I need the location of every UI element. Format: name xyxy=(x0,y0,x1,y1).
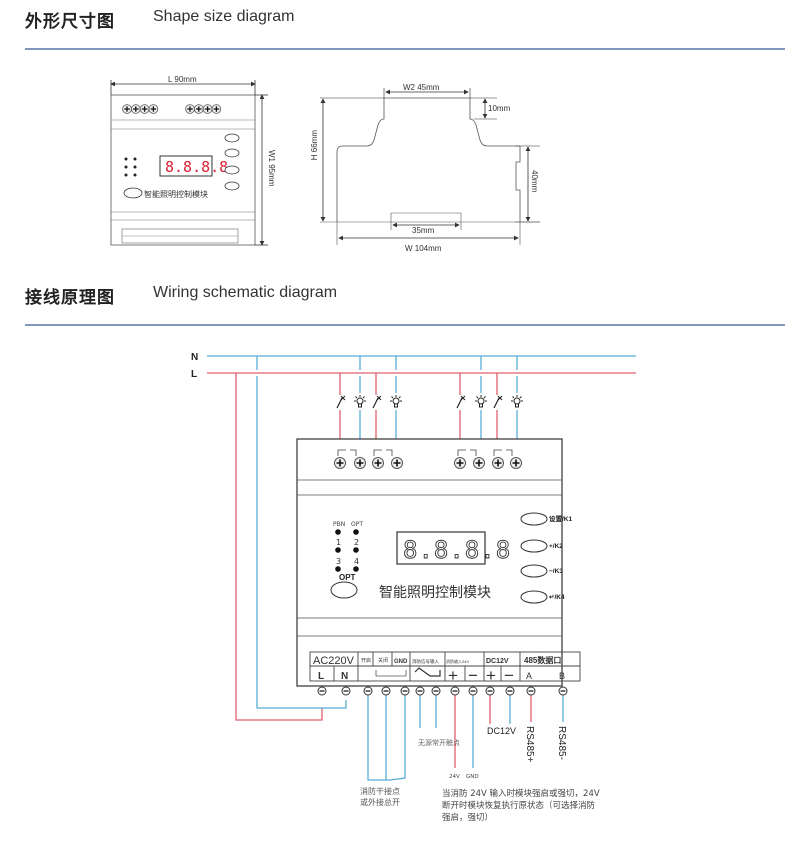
dc12v-label: DC12V xyxy=(486,658,509,665)
dim-top-step: 10mm xyxy=(488,104,511,113)
enter-k4-button[interactable] xyxy=(520,590,548,604)
dim-width1: W1 95mm xyxy=(267,150,276,187)
status-led-icon xyxy=(335,529,359,572)
segment-display xyxy=(396,531,486,565)
b-terminal-label: B xyxy=(559,671,565,681)
n-terminal-label: N xyxy=(341,671,348,682)
gnd-note: GND xyxy=(466,774,479,780)
side-view-drawing: W2 45mm 10mm H 66mm 40mm 35mm W 104mm xyxy=(310,83,540,253)
fire-24v-label: 消防输入24V xyxy=(446,658,469,664)
v24-note: 24V xyxy=(449,774,460,780)
plus-k2-button[interactable] xyxy=(520,539,548,553)
a-terminal-label: A xyxy=(526,671,532,681)
led-label-4: 4 xyxy=(354,557,359,566)
rs485-plus-note: RS485+ xyxy=(524,726,535,763)
fire-signal-label: 消防信号输入 xyxy=(412,658,439,665)
wiring-title-zh: 接线原理图 xyxy=(25,288,115,308)
wiring-diagram: N L xyxy=(191,352,636,823)
section-divider xyxy=(25,324,785,326)
fire-input-note: 当消防 24V 输入时模块强启或强切，24V 断开时模块恢复执行原状态（可选择消… xyxy=(442,788,602,823)
dim-height: H 66mm xyxy=(310,130,319,161)
terminal-label-strip xyxy=(309,651,581,682)
bus-l-label: L xyxy=(191,369,197,380)
minus-24v-label: − xyxy=(468,666,478,685)
shape-size-title-en: Shape size diagram xyxy=(153,8,295,25)
plus-24v-label: + xyxy=(448,666,458,685)
dim-rail: 35mm xyxy=(412,226,435,235)
plus-dc-label: + xyxy=(486,666,496,685)
rs485-label: 485数据口 xyxy=(524,655,561,665)
k2-label: +/K2 xyxy=(549,543,563,550)
front-module-name: 智能照明控制模块 xyxy=(144,189,208,199)
dim-width: W 104mm xyxy=(405,244,442,253)
l-terminal-label: L xyxy=(318,671,324,682)
rs485-minus-note: RS485- xyxy=(556,726,567,760)
led-label-1: 1 xyxy=(336,538,341,547)
front-view-drawing: L 90mm 8.8.8.8 智能照明控制模块 W1 95mm xyxy=(110,75,276,246)
fire-dry-contact-note: 消防干接点或外接总开 xyxy=(360,786,400,807)
led-label-2: 2 xyxy=(354,538,359,547)
set-k1-button[interactable] xyxy=(520,512,548,526)
k4-label: ↵/K4 xyxy=(549,594,565,601)
bus-n-label: N xyxy=(191,352,198,363)
shape-size-header: 外形尺寸图 Shape size diagram xyxy=(25,7,785,50)
section-divider xyxy=(25,48,785,50)
front-display: 8.8.8.8 xyxy=(165,158,228,176)
led-label-3: 3 xyxy=(336,557,341,566)
dim-length: L 90mm xyxy=(168,75,197,84)
display-value: 8.8.8.8 xyxy=(403,536,511,564)
fire-on-label: 开启 xyxy=(361,657,371,664)
dc12v-note: DC12V xyxy=(487,726,516,736)
opt-button[interactable] xyxy=(330,581,358,599)
led-label-pbn: PBN xyxy=(333,521,345,528)
minus-dc-label: − xyxy=(504,666,514,685)
dim-right-step: 40mm xyxy=(530,170,539,193)
module-name: 智能照明控制模块 xyxy=(379,585,491,601)
shape-size-title-zh: 外形尺寸图 xyxy=(25,12,115,32)
k3-label: −/K3 xyxy=(549,568,563,575)
dry-contact-note: 无源常开触点 xyxy=(418,738,460,747)
k1-label: 设置/K1 xyxy=(549,514,573,523)
led-label-opt: OPT xyxy=(351,521,363,528)
gnd-label: GND xyxy=(394,659,408,665)
wiring-title-en: Wiring schematic diagram xyxy=(153,284,338,301)
minus-k3-button[interactable] xyxy=(520,564,548,578)
input-terminals xyxy=(317,686,568,696)
fire-off-label: 关闭 xyxy=(378,657,388,664)
wiring-header: 接线原理图 Wiring schematic diagram xyxy=(25,283,785,326)
ac220v-label: AC220V xyxy=(313,655,355,667)
opt-label: OPT xyxy=(339,573,356,582)
dim-width2: W2 45mm xyxy=(403,83,440,92)
